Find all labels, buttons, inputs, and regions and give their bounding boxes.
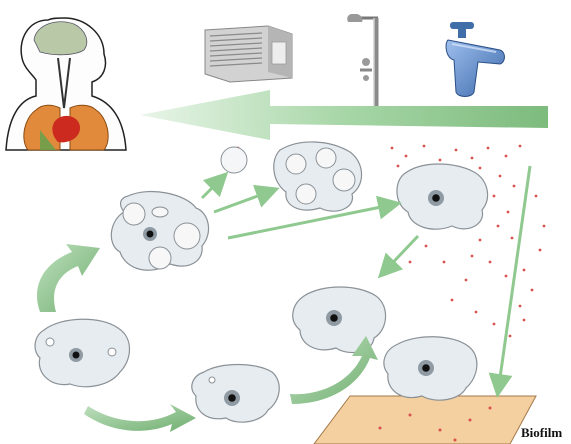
amoeba-infected-vacuoles xyxy=(111,192,208,271)
bacterium-dot xyxy=(455,149,458,152)
biofilm-surface xyxy=(314,396,536,444)
bacterium-dot xyxy=(465,279,468,282)
bacterium-dot xyxy=(519,305,522,308)
bacterium-dot xyxy=(497,225,500,228)
amoeba-cell-middle-right xyxy=(293,287,386,353)
water-faucet-icon xyxy=(446,22,505,97)
bacterium-dot xyxy=(487,147,490,150)
amoeba-cell-left xyxy=(35,319,129,386)
bacterium-dot xyxy=(479,239,482,242)
biofilm-label: Biofilm xyxy=(521,425,562,440)
exposure-arrow xyxy=(140,90,548,140)
amoeba-cell-upper-right xyxy=(397,164,488,229)
bacterium-dot xyxy=(489,261,492,264)
human-respiratory-anatomy-icon xyxy=(6,18,126,150)
bacterium-dot xyxy=(539,249,542,252)
bacterium-dot xyxy=(409,261,412,264)
bacterium-dot xyxy=(405,155,408,158)
bacterium-dot xyxy=(523,319,526,322)
bacterium-dot xyxy=(479,167,482,170)
bacterium-dot xyxy=(531,289,534,292)
bacterium-dot xyxy=(493,323,496,326)
amoeba-cell-lower-right xyxy=(384,337,477,400)
bacterium-dot xyxy=(509,335,512,338)
bacterium-dot xyxy=(439,159,442,162)
bacterium-dot xyxy=(471,255,474,258)
bacterium-dot xyxy=(423,145,426,148)
bacterium-dot xyxy=(505,275,508,278)
bacterium-dot xyxy=(507,211,510,214)
amoeba-cell-lower-center xyxy=(192,365,279,423)
bacterium-dot xyxy=(475,311,478,314)
bacteria-vesicle xyxy=(221,147,247,173)
bacterium-dot xyxy=(535,195,538,198)
bacterium-dot xyxy=(471,157,474,160)
bacterium-dot xyxy=(505,155,508,158)
air-conditioner-icon xyxy=(205,26,292,82)
bacterium-dot xyxy=(513,185,516,188)
bacterium-dot xyxy=(523,269,526,272)
bacterium-dot xyxy=(543,225,546,228)
bacterium-dot xyxy=(493,195,496,198)
shower-icon xyxy=(347,14,378,110)
bacterium-dot xyxy=(499,175,502,178)
amoeba-vacuole-cluster xyxy=(274,142,362,211)
bacterium-dot xyxy=(397,165,400,168)
bacterium-dot xyxy=(511,237,514,240)
bacterium-dot xyxy=(391,147,394,150)
bacterium-dot xyxy=(443,261,446,264)
bacterium-dot xyxy=(425,245,428,248)
bacterium-dot xyxy=(519,145,522,148)
bacterium-dot xyxy=(451,299,454,302)
